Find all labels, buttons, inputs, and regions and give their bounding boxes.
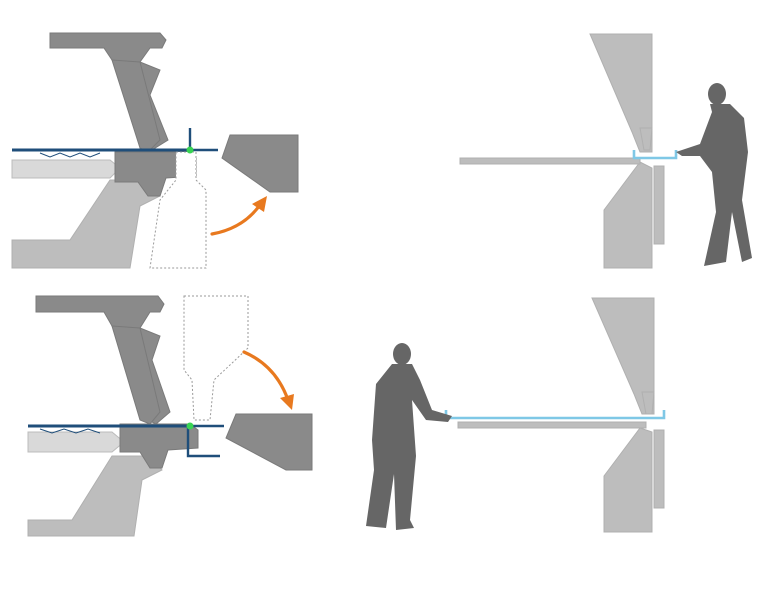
operator-silhouette-icon (366, 343, 452, 530)
curved-arrow-icon (242, 350, 294, 410)
ghost-punch (149, 151, 207, 269)
die-rail (653, 165, 665, 245)
bed-frame (27, 431, 125, 453)
ghost-punch (183, 295, 249, 421)
backgauge-block (225, 413, 313, 471)
sheet-light-strip (444, 410, 666, 420)
sheet-bent-flange (186, 426, 220, 458)
panel-bottom-left (27, 295, 313, 537)
punch-tool (111, 59, 161, 153)
curved-arrow-icon (210, 196, 267, 236)
lower-die (603, 161, 653, 269)
sheet-bent-flange (188, 128, 218, 152)
lower-beam (11, 179, 161, 269)
lower-beam (27, 455, 163, 537)
panel-bottom-right (366, 297, 666, 533)
bed-ripples (39, 152, 101, 158)
backgauge-block (221, 134, 299, 193)
lower-die (603, 427, 653, 533)
contact-point (186, 146, 194, 154)
punch-tip (641, 391, 655, 415)
upper-punch-wedge (589, 33, 653, 153)
bed-frame (11, 159, 121, 179)
sheet-workpiece (459, 157, 641, 165)
punch-tip (639, 127, 653, 151)
panel-top-right (459, 33, 752, 269)
sheet-workpiece (457, 421, 647, 429)
panel-top-left (11, 32, 299, 269)
bed-ripples (39, 428, 101, 434)
punch-tool (111, 325, 161, 425)
sheet-light-flange (632, 150, 678, 160)
die-rail (653, 429, 665, 509)
contact-point (186, 422, 194, 430)
operator-silhouette-icon (676, 83, 752, 266)
